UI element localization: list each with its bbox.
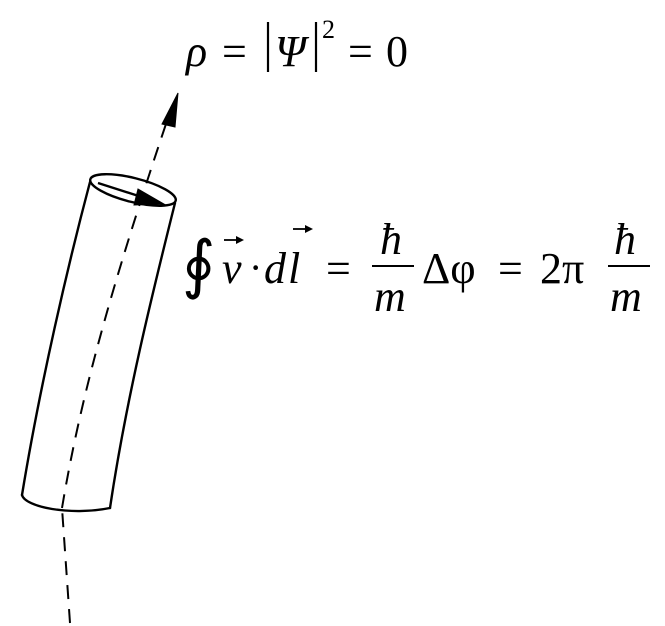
fraction1-denominator: m: [374, 272, 406, 321]
square-exponent: 2: [322, 15, 335, 44]
density-equals-2: =: [348, 27, 373, 76]
differential-d: d: [264, 244, 287, 293]
velocity-arrow: [97, 181, 166, 206]
axis-arrow-head: [161, 92, 179, 128]
tube-left-wall: [20, 180, 92, 497]
tube-right-wall: [108, 201, 177, 510]
fraction1-numerator: ħ: [380, 215, 402, 264]
rho-symbol: ρ: [184, 27, 207, 76]
zero-value: 0: [386, 27, 408, 76]
vortex-tube: [20, 173, 177, 513]
length-l: l: [288, 244, 300, 293]
dot-operator: ·: [249, 245, 262, 290]
density-equation: ρ = Ψ 2 = 0: [184, 15, 408, 76]
vector-arrow-icon: [293, 225, 313, 233]
circulation-equation: ∮ v · d l = ħ m Δφ = 2π ħ m: [182, 215, 650, 321]
fraction2-denominator: m: [610, 272, 642, 321]
delta-phi: Δφ: [422, 244, 476, 293]
density-equals-1: =: [222, 27, 247, 76]
contour-integral-symbol: ∮: [182, 229, 215, 300]
circulation-equals-1: =: [326, 244, 351, 293]
circulation-equals-2: =: [498, 244, 523, 293]
tube-bottom-end: [20, 493, 112, 513]
tube-top-opening: [89, 173, 177, 207]
vortex-axis-lower: [61, 507, 71, 624]
vortex-axis-upper: [61, 92, 179, 509]
velocity-v: v: [222, 244, 242, 293]
psi-symbol: Ψ: [275, 27, 310, 76]
two-pi: 2π: [540, 244, 584, 293]
vector-arrow-icon: [224, 236, 244, 244]
fraction2-numerator: ħ: [614, 215, 636, 264]
velocity-arrow-head: [133, 188, 166, 206]
